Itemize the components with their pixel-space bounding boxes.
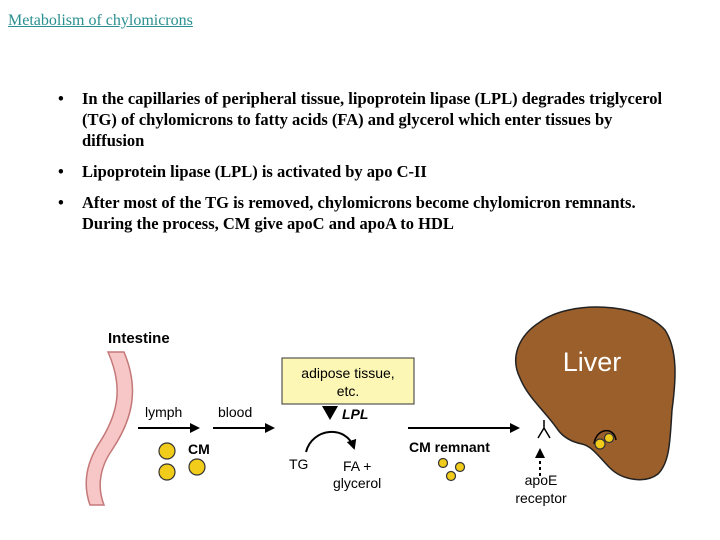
lpl-arrowhead — [322, 406, 338, 420]
chylomicron-particle — [188, 458, 206, 476]
receptor-cup-icon — [593, 430, 617, 445]
bullet-symbol: • — [58, 89, 64, 108]
liver-label: Liver — [563, 347, 622, 377]
apoe-label: apoE — [525, 472, 558, 488]
bound-remnant-particle — [594, 438, 606, 450]
cm-remnant-label: CM remnant — [409, 439, 490, 455]
chylomicron-particle — [158, 463, 176, 481]
bullet-text: After most of the TG is removed, chylomi… — [82, 193, 636, 233]
bullet-item: • Lipoprotein lipase (LPL) is activated b… — [56, 161, 676, 182]
bullet-symbol: • — [58, 193, 64, 212]
adipose-label-etc: etc. — [337, 383, 360, 399]
adipose-label: adipose tissue, — [301, 365, 394, 381]
bound-remnant-particle — [603, 432, 615, 444]
bullet-symbol: • — [58, 162, 64, 181]
bullet-text: In the capillaries of peripheral tissue,… — [82, 89, 663, 150]
tg-label: TG — [289, 456, 308, 472]
intestine-label: Intestine — [108, 330, 170, 347]
receptor-label: receptor — [515, 490, 567, 506]
bullet-list: • In the capillaries of peripheral tissue… — [56, 88, 676, 244]
liver-shape — [515, 306, 676, 481]
remnant-particle — [454, 461, 466, 473]
fa-label: FA + — [343, 458, 371, 474]
title-link[interactable]: Metabolism of chylomicrons — [8, 12, 193, 29]
bullet-text: Lipoprotein lipase (LPL) is activated by… — [82, 162, 427, 181]
tg-to-fa-arrow — [305, 431, 357, 453]
bullet-item: • In the capillaries of peripheral tissue… — [56, 88, 676, 151]
remnant-particle — [437, 457, 449, 469]
bullet-item: • After most of the TG is removed, chylom… — [56, 192, 676, 234]
apoe-receptor-icon — [537, 420, 551, 439]
cm-label: CM — [188, 441, 210, 457]
blood-label: blood — [218, 404, 252, 420]
glycerol-label: glycerol — [333, 475, 381, 491]
remnant-particle — [445, 470, 457, 482]
lymph-label: lymph — [145, 404, 182, 420]
adipose-tissue-box — [281, 357, 415, 405]
intestine-shape — [85, 351, 134, 506]
chylomicron-particle — [158, 442, 176, 460]
lpl-label: LPL — [342, 406, 368, 422]
